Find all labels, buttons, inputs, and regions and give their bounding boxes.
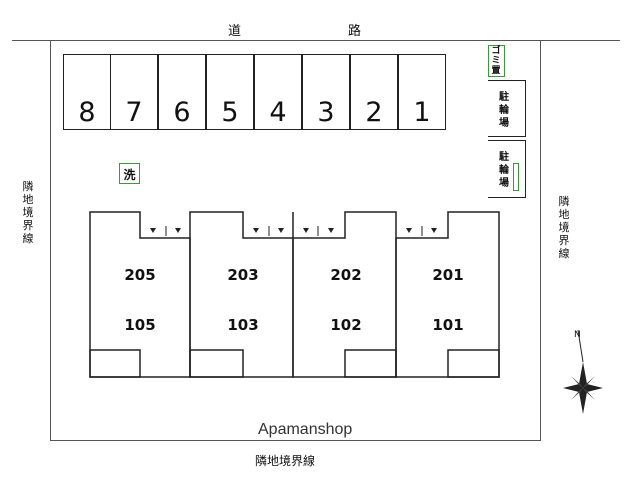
boundary-right bbox=[540, 40, 541, 440]
compass-north-label: N bbox=[574, 330, 581, 340]
parking-stall-7: 7 bbox=[110, 54, 158, 130]
boundary-left bbox=[50, 40, 51, 440]
bike-parking-1: 駐輪場 bbox=[488, 80, 526, 137]
unit-202-label: 202 bbox=[330, 266, 362, 284]
bike-parking-2-label: 駐輪場 bbox=[499, 152, 509, 189]
bike-parking-1-label: 駐輪場 bbox=[499, 92, 509, 129]
bike-parking-2: 駐輪場 bbox=[488, 140, 526, 198]
wash-area: 洗 bbox=[119, 163, 140, 184]
left-border-label: 隣地境界線 bbox=[22, 180, 34, 245]
unit-105-entry bbox=[89, 349, 141, 378]
unit-102-entry bbox=[344, 349, 397, 378]
unit-103-label: 103 bbox=[227, 316, 259, 334]
unit-105-label: 105 bbox=[124, 316, 156, 334]
trash-label: ゴミ置 bbox=[491, 46, 501, 76]
unit-102-label: 102 bbox=[330, 316, 362, 334]
unit-205-label: 205 bbox=[124, 266, 156, 284]
bike-parking-2-marker bbox=[513, 163, 519, 191]
watermark: Apamanshop bbox=[255, 421, 356, 439]
parking-stall-3: 3 bbox=[302, 54, 350, 130]
road-label-left: 道 bbox=[228, 24, 242, 39]
parking-stall-6: 6 bbox=[158, 54, 206, 130]
boundary-bottom bbox=[50, 440, 541, 441]
unit-101-entry bbox=[447, 349, 500, 378]
bottom-border-label: 隣地境界線 bbox=[255, 454, 316, 468]
parking-stall-4: 4 bbox=[254, 54, 302, 130]
unit-103-entry bbox=[189, 349, 244, 378]
unit-201-outline bbox=[395, 211, 500, 378]
parking-stall-2: 2 bbox=[350, 54, 398, 130]
parking-stall-1: 1 bbox=[398, 54, 446, 130]
unit-201-label: 201 bbox=[432, 266, 464, 284]
road-label-right: 路 bbox=[348, 24, 362, 39]
wash-label: 洗 bbox=[123, 168, 136, 182]
unit-203-label: 203 bbox=[227, 266, 259, 284]
right-border-label: 隣地境界線 bbox=[558, 195, 570, 260]
unit-203-outline bbox=[189, 211, 294, 378]
parking-stall-5: 5 bbox=[206, 54, 254, 130]
compass-icon bbox=[563, 329, 603, 414]
trash-area: ゴミ置 bbox=[488, 45, 505, 77]
unit-202-outline bbox=[292, 211, 397, 378]
road-line bbox=[12, 40, 620, 41]
unit-101-label: 101 bbox=[432, 316, 464, 334]
